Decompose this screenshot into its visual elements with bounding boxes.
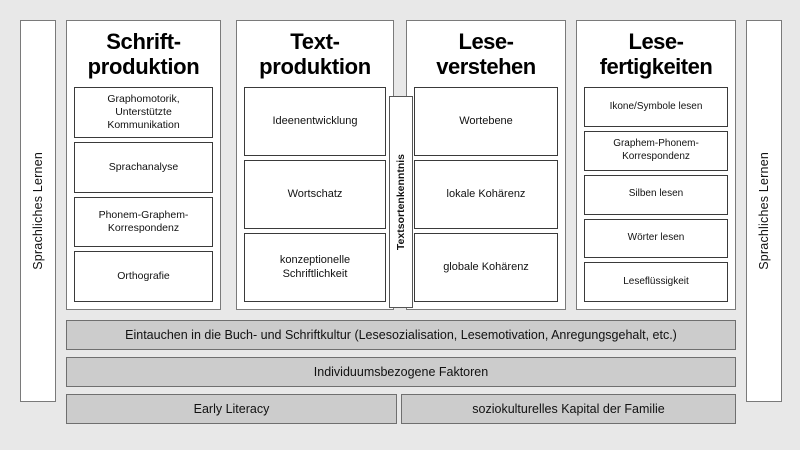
item-box: Silben lesen xyxy=(584,174,728,215)
column-leseverstehen: Lese- verstehen Wortebene lokale Kohären… xyxy=(406,20,566,310)
side-rail-right: Sprachliches Lernen xyxy=(746,20,782,402)
item-box: Wortschatz xyxy=(244,160,386,230)
column-schriftproduktion: Schrift- produktion Graphomotorik, Unter… xyxy=(66,20,221,310)
item-box: Ideenentwicklung xyxy=(244,87,386,157)
item-box: konzeptionelle Schriftlichkeit xyxy=(244,233,386,303)
bar-individual-factors: Individuumsbezogene Faktoren xyxy=(66,357,736,387)
item-box: Phonem-Graphem- Korrespondenz xyxy=(74,196,213,248)
column-title-leseverstehen: Lese- verstehen xyxy=(436,29,536,79)
item-box: Wörter lesen xyxy=(584,218,728,259)
bar-early-literacy: Early Literacy xyxy=(66,394,397,424)
side-rail-right-label: Sprachliches Lernen xyxy=(757,152,771,270)
column-title-schriftproduktion: Schrift- produktion xyxy=(87,29,200,79)
column-lesefertigkeiten: Lese- fertigkeiten Ikone/Symbole lesen G… xyxy=(576,20,736,310)
side-rail-left: Sprachliches Lernen xyxy=(20,20,56,402)
column-items-leseverstehen: Wortebene lokale Kohärenz globale Kohäre… xyxy=(414,87,558,303)
item-box: globale Kohärenz xyxy=(414,233,558,303)
column-items-schriftproduktion: Graphomotorik, Unterstützte Kommunikatio… xyxy=(74,87,213,302)
side-rail-left-label: Sprachliches Lernen xyxy=(31,152,45,270)
column-items-lesefertigkeiten: Ikone/Symbole lesen Graphem-Phonem- Korr… xyxy=(584,87,728,302)
column-title-lesefertigkeiten: Lese- fertigkeiten xyxy=(599,29,713,79)
column-items-textproduktion: Ideenentwicklung Wortschatz konzeptionel… xyxy=(244,87,386,303)
column-title-textproduktion: Text- produktion xyxy=(259,29,371,79)
item-box: Sprachanalyse xyxy=(74,141,213,193)
item-box: Orthografie xyxy=(74,251,213,302)
item-box: Leseflüssigkeit xyxy=(584,262,728,302)
divider-label: Textsortenkenntnis xyxy=(395,153,407,251)
item-box: Wortebene xyxy=(414,87,558,157)
column-textproduktion: Text- produktion Ideenentwicklung Wortsc… xyxy=(236,20,394,310)
bar-sociocultural-capital: soziokulturelles Kapital der Familie xyxy=(401,394,736,424)
item-box: lokale Kohärenz xyxy=(414,160,558,230)
item-box: Graphem-Phonem- Korrespondenz xyxy=(584,131,728,171)
bar-immersion: Eintauchen in die Buch- und Schriftkultu… xyxy=(66,320,736,350)
item-box: Graphomotorik, Unterstützte Kommunikatio… xyxy=(74,87,213,138)
divider-textsortenkenntnis: Textsortenkenntnis xyxy=(389,96,413,308)
item-box: Ikone/Symbole lesen xyxy=(584,87,728,127)
